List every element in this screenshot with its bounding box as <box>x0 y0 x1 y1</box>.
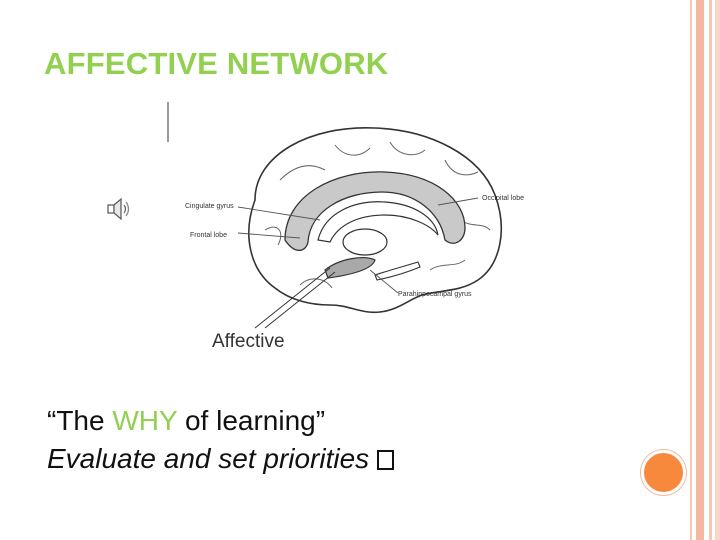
body-line-2-text: Evaluate and set priorities <box>47 443 370 474</box>
body-text: “The WHY of learning” Evaluate and set p… <box>47 402 395 478</box>
decorative-stripe <box>696 0 704 540</box>
why-highlight: WHY <box>112 405 178 436</box>
orange-circle-decoration <box>641 450 686 495</box>
thalamus <box>342 228 388 256</box>
decorative-stripe <box>690 0 692 540</box>
figure-caption: Affective <box>212 331 285 352</box>
body-line-1-close: of learning” <box>177 405 326 436</box>
speaker-icon[interactable] <box>106 196 132 222</box>
label-occipital-lobe: Occipital lobe <box>482 195 524 202</box>
decorative-stripe <box>715 0 720 540</box>
slide-title: AFFECTIVE NETWORK <box>44 46 389 81</box>
corpus-callosum <box>317 201 439 243</box>
body-line-1: “The WHY of learning” <box>47 402 394 440</box>
cingulate-gyrus-region <box>284 171 466 252</box>
box-glyph-icon <box>377 450 395 470</box>
label-parahippocampal-gyrus: Parahippocampal gyrus <box>398 291 472 298</box>
parahippocampal-gyrus-region <box>324 257 376 279</box>
decorative-stripe <box>709 0 712 540</box>
label-frontal-lobe: Frontal lobe <box>190 232 227 239</box>
body-line-2: Evaluate and set priorities <box>47 440 395 478</box>
label-cingulate-gyrus: Cingulate gyrus <box>185 203 234 210</box>
body-line-1-open: “The <box>47 405 113 436</box>
brain-diagram: Cingulate gyrus Frontal lobe Occipital l… <box>167 102 524 352</box>
